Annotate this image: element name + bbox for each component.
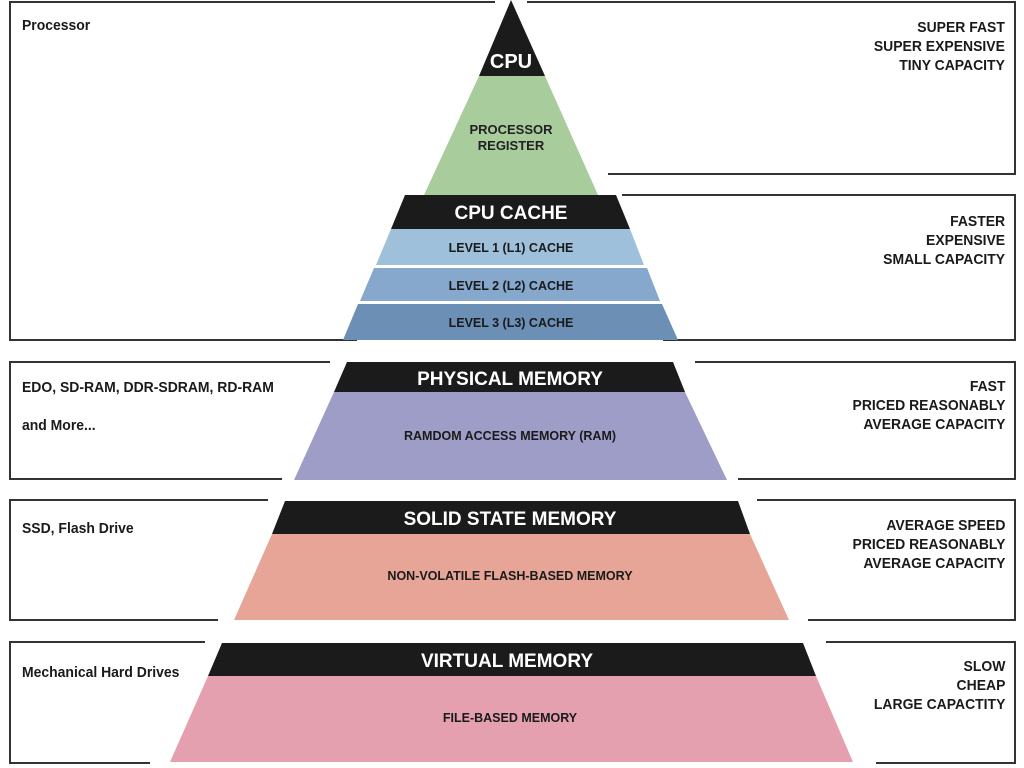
frame-ssd-left [9, 499, 268, 621]
virtual-characteristics: SLOW CHEAP LARGE CAPACTITY [874, 657, 1005, 714]
virtual-char-line-1: SLOW [963, 658, 1005, 675]
cache-level-3-tier [343, 304, 678, 340]
ssd-char-line-3: AVERAGE CAPACITY [862, 555, 1005, 572]
frame-ram-left [9, 361, 330, 480]
frame-processor-left [9, 1, 495, 341]
solid-state-memory-band [272, 501, 750, 534]
processor-char-line-1: SUPER FAST [917, 19, 1005, 36]
ssd-label: NON-VOLATILE FLASH-BASED MEMORY [387, 569, 633, 583]
ram-label: RAMDOM ACCESS MEMORY (RAM) [404, 429, 616, 443]
processor-char-line-2: SUPER EXPENSIVE [873, 38, 1005, 55]
ssd-char-line-2: PRICED REASONABLY [852, 536, 1005, 553]
solid-state-memory-label: SOLID STATE MEMORY [404, 509, 617, 530]
frame-ram-right [695, 361, 1016, 480]
ssd-tier [234, 534, 789, 620]
ram-tier [294, 392, 727, 480]
cache-char-line-1: FASTER [949, 213, 1005, 230]
cache-level-2-tier [360, 268, 660, 301]
virtual-char-line-3: LARGE CAPACTITY [873, 696, 1005, 713]
virtual-memory-body-label: FILE-BASED MEMORY [443, 711, 578, 725]
virtual-memory-label: VIRTUAL MEMORY [421, 651, 593, 672]
cpu-cache-band [391, 195, 630, 229]
cpu-cache-label: CPU CACHE [455, 203, 568, 224]
physical-memory-label: PHYSICAL MEMORY [417, 369, 603, 390]
cache-char-line-3: SMALL CAPACITY [883, 251, 1005, 268]
frame-ssd-right [757, 499, 1016, 621]
ssd-characteristics: AVERAGE SPEED PRICED REASONABLY AVERAGE … [852, 516, 1005, 573]
cache-level-1-label: LEVEL 1 (L1) CACHE [449, 241, 574, 255]
cpu-label: CPU [490, 51, 532, 73]
ram-char-line-2: PRICED REASONABLY [852, 397, 1005, 414]
processor-register-line-2: REGISTER [478, 138, 545, 153]
frame-virtual-right [826, 641, 1016, 764]
hard-drive-left-label: Mechanical Hard Drives [22, 664, 180, 681]
physical-memory-band [334, 362, 685, 392]
cache-level-3-label: LEVEL 3 (L3) CACHE [449, 316, 574, 330]
virtual-char-line-2: CHEAP [956, 677, 1005, 694]
frame-virtual-left [9, 641, 205, 764]
ram-char-line-3: AVERAGE CAPACITY [862, 416, 1005, 433]
cache-level-1-tier [376, 229, 644, 265]
processor-char-line-3: TINY CAPACITY [899, 57, 1005, 74]
cache-characteristics: FASTER EXPENSIVE SMALL CAPACITY [883, 212, 1005, 269]
ssd-left-label: SSD, Flash Drive [22, 520, 134, 537]
ram-types-label: EDO, SD-RAM, DDR-SDRAM, RD-RAM [22, 379, 274, 396]
processor-left-label: Processor [22, 17, 91, 34]
ram-char-line-1: FAST [969, 378, 1005, 395]
cache-level-2-label: LEVEL 2 (L2) CACHE [449, 279, 574, 293]
frame-processor-right [527, 1, 1016, 175]
processor-register-line-1: PROCESSOR [469, 122, 553, 137]
ssd-char-line-1: AVERAGE SPEED [885, 517, 1005, 534]
processor-characteristics: SUPER FAST SUPER EXPENSIVE TINY CAPACITY [874, 18, 1005, 75]
frame-cache-right [622, 194, 1016, 341]
processor-register-tier [424, 76, 598, 195]
cpu-band [479, 0, 545, 76]
cache-char-line-2: EXPENSIVE [925, 232, 1005, 249]
virtual-memory-tier [170, 676, 853, 762]
ram-types-more-label: and More... [22, 417, 96, 434]
ram-characteristics: FAST PRICED REASONABLY AVERAGE CAPACITY [852, 377, 1005, 434]
virtual-memory-band [208, 643, 816, 676]
